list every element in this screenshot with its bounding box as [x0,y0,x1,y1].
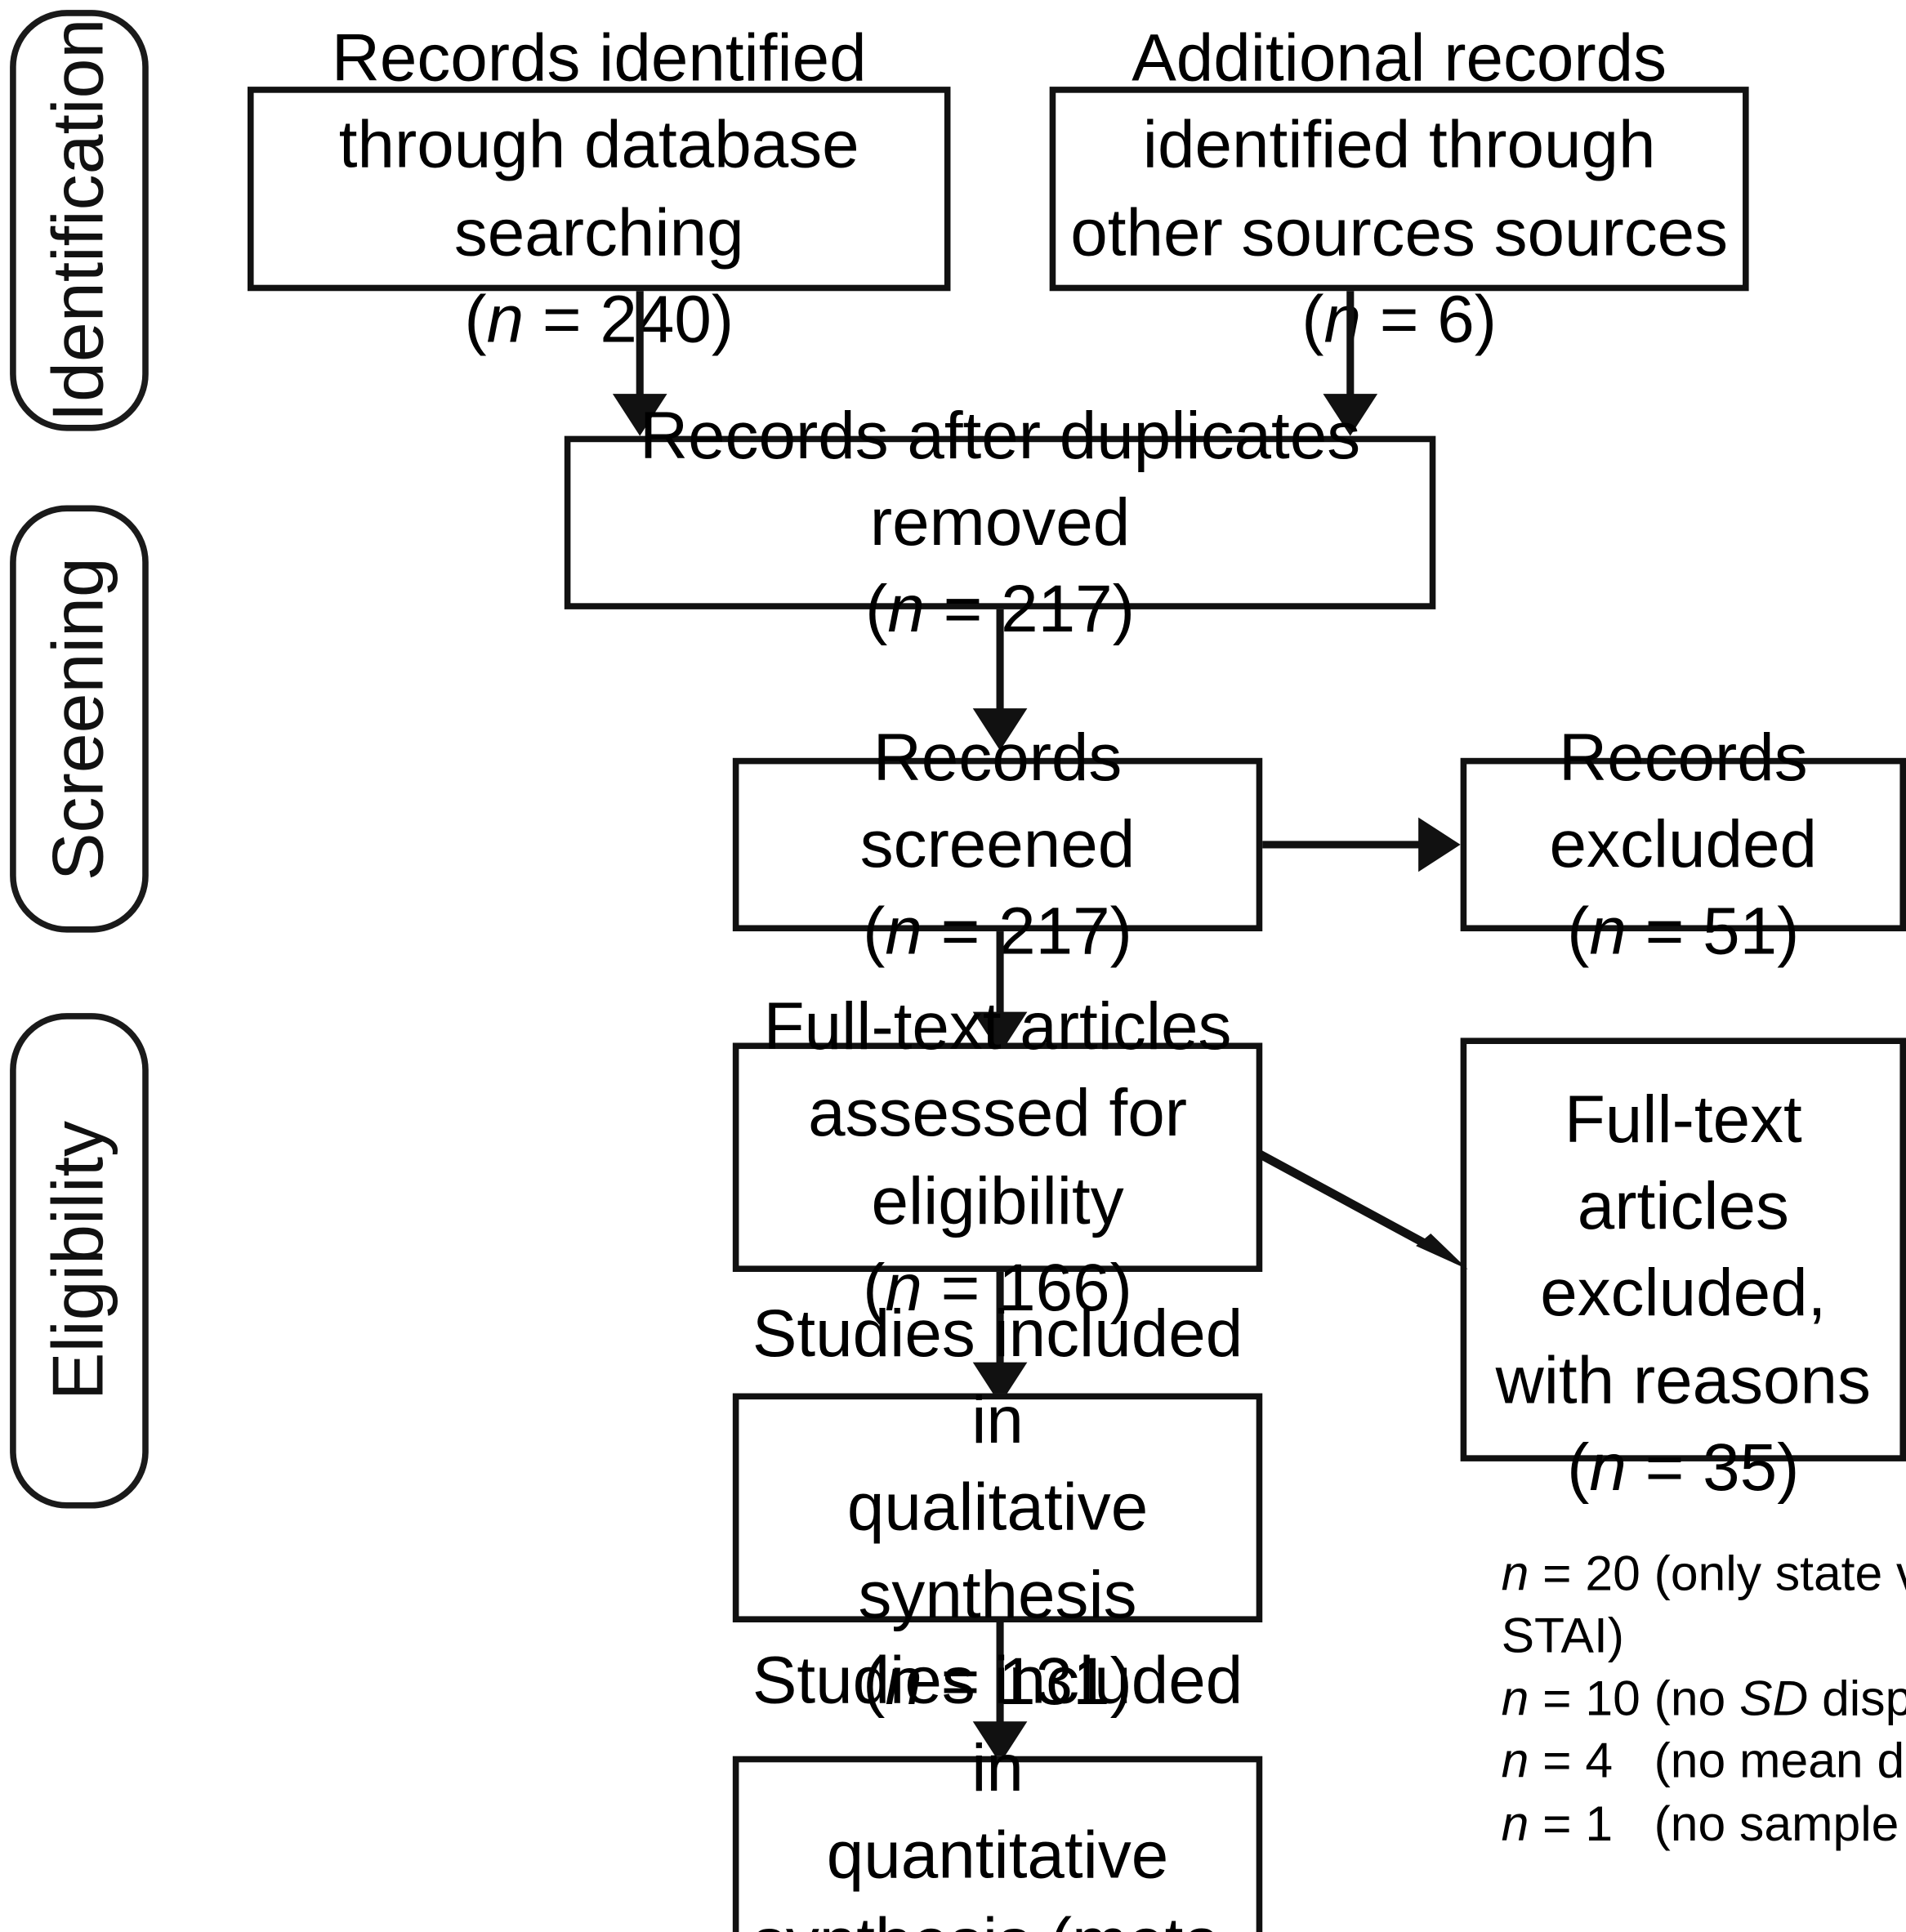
box-records-excluded: Records excluded (n = 51) [1460,721,1906,969]
stage-pill-eligibility: Eligibility [10,1013,149,1509]
connector-duplicates-to-screened [996,609,1004,721]
box-line-2: other sources sources [1070,194,1729,270]
box-qualitative-synthesis: Studies included in qualitative synthesi… [732,1296,1263,1719]
arrowhead-duplicates-to-screened [972,708,1028,751]
reasons-heading: Full-text articles excluded, with reason… [1479,1076,1887,1510]
arrowhead-other-to-duplicates [1323,394,1378,436]
box-count: (n = 51) [1567,894,1800,969]
box-records-screened: Records screened (n = 217) [732,721,1263,969]
connector-screened-to-excluded [1262,841,1424,849]
box-count: (n = 35) [1567,1430,1800,1505]
box-line-2: quantitative synthesis (meta- [752,1818,1243,1932]
arrowhead-db-to-duplicates [612,394,667,436]
box-count: (n = 131) [863,1644,1132,1719]
box-line-1: Records identified through database [331,20,867,183]
stage-label-identification: Identification [38,19,119,422]
arrowhead-screened-to-excluded [1418,817,1461,872]
box-line-1: Records excluded [1549,720,1818,882]
box-line-2: excluded, with reasons [1495,1256,1871,1418]
reason-item: n = 20 (only state version of [1501,1546,1906,1602]
box-count: (n = 240) [464,282,734,357]
stage-pill-screening: Screening [10,505,149,933]
reason-item-continuation: STAI) [1501,1609,1624,1664]
box-line-1: Additional records identified through [1132,20,1667,183]
reasons-list: n = 20 (only state version of STAI) n = … [1479,1543,1906,1855]
box-quantitative-synthesis: Studies included in quantitative synthes… [732,1644,1263,1932]
connector-db-to-duplicates [636,291,644,415]
box-line-1: Full-text articles assessed for [763,989,1232,1151]
stage-label-eligibility: Eligibility [38,1121,119,1401]
connector-other-to-duplicates [1346,291,1355,415]
box-count: (n = 6) [1301,282,1498,357]
box-line-2: qualitative synthesis [846,1470,1149,1632]
stage-label-screening: Screening [38,557,119,881]
box-line-1: Studies included in [752,1644,1243,1805]
box-records-identified-database: Records identified through database sear… [247,21,951,356]
box-line-1: Full-text articles [1564,1082,1802,1244]
reason-item: n = 1 (no sample size) [1501,1796,1899,1851]
box-line-2: searching [453,194,744,270]
box-records-after-duplicates: Records after duplicates removed (n = 21… [564,399,1436,647]
connector-qualitative-to-quantitative [996,1622,1004,1741]
box-line-1: Records after duplicates removed [639,398,1361,560]
connector-fulltext-to-qualitative [996,1271,1004,1381]
box-line-1: Studies included in [752,1296,1243,1458]
box-count: (n = 217) [863,894,1132,969]
box-line-1: Records screened [859,720,1136,882]
box-line-2: eligibility [871,1163,1124,1238]
box-fulltext-excluded-with-reasons: Full-text articles excluded, with reason… [1460,1037,1906,1851]
connector-fulltext-to-excluded [1257,1150,1468,1269]
box-records-identified-other: Additional records identified through ot… [1049,21,1749,356]
reason-item: n = 4 (no mean displayed) [1501,1733,1906,1789]
box-count: (n = 166) [863,1250,1132,1325]
box-count: (n = 217) [865,572,1135,647]
connector-screened-to-fulltext [996,931,1004,1031]
reason-item: n = 10 (no SD displayed) [1501,1671,1906,1726]
box-fulltext-assessed: Full-text articles assessed for eligibil… [732,989,1263,1325]
stage-pill-identification: Identification [10,10,149,431]
